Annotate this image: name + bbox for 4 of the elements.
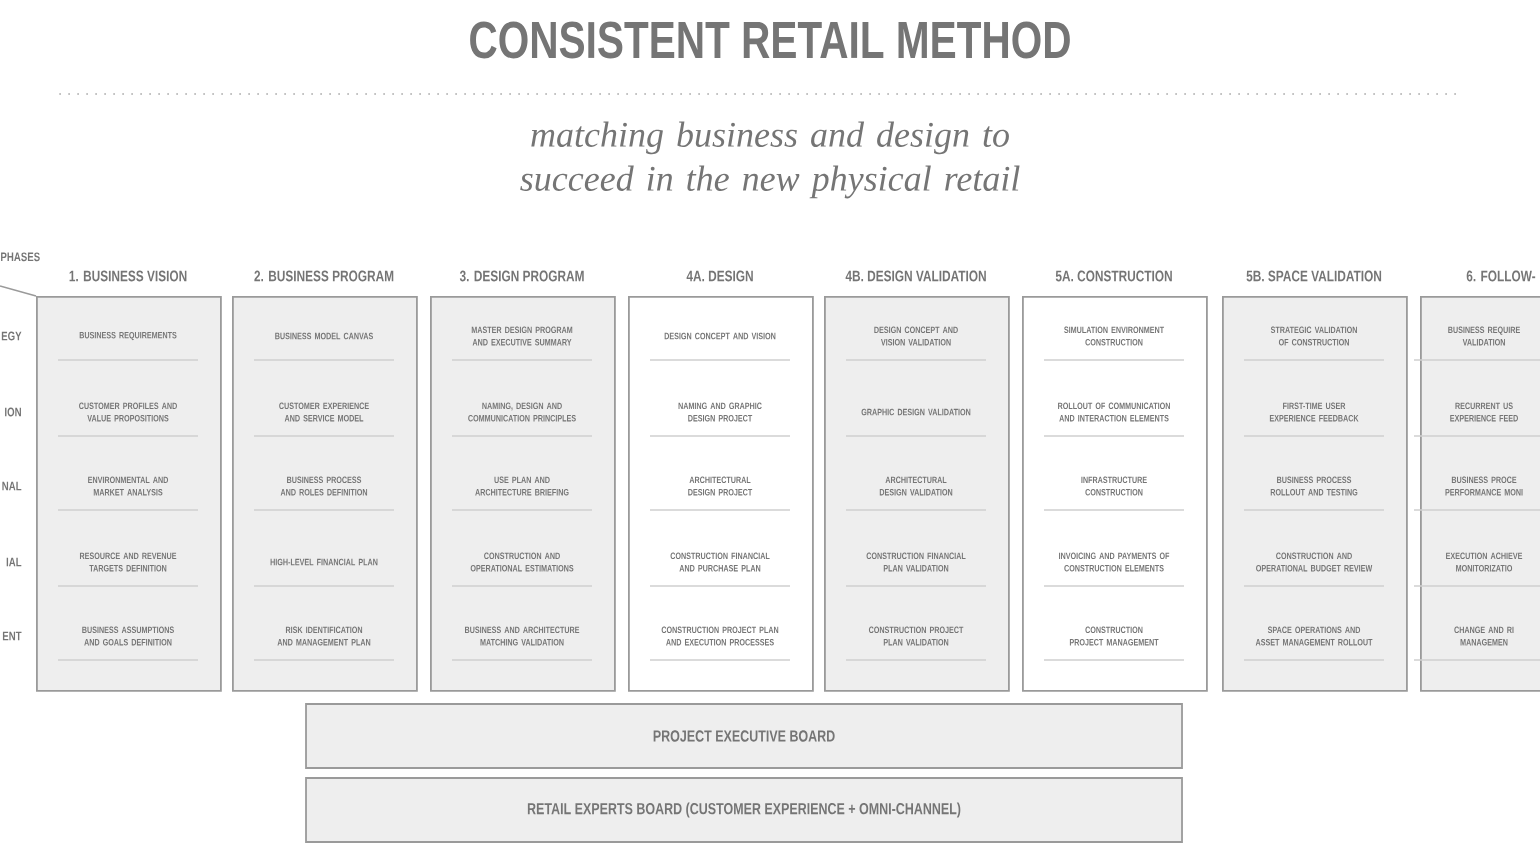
board-box: PROJECT EXECUTIVE BOARD [305, 703, 1183, 769]
title: CONSISTENT RETAIL METHOD [470, 21, 1070, 59]
subtitle: matching business and design to succeed in the new physical retail [520, 121, 1020, 199]
board-box: RETAIL EXPERTS BOARD (CUSTOMER EXPERIENCE + OMNI-CHANNEL) [305, 777, 1183, 843]
